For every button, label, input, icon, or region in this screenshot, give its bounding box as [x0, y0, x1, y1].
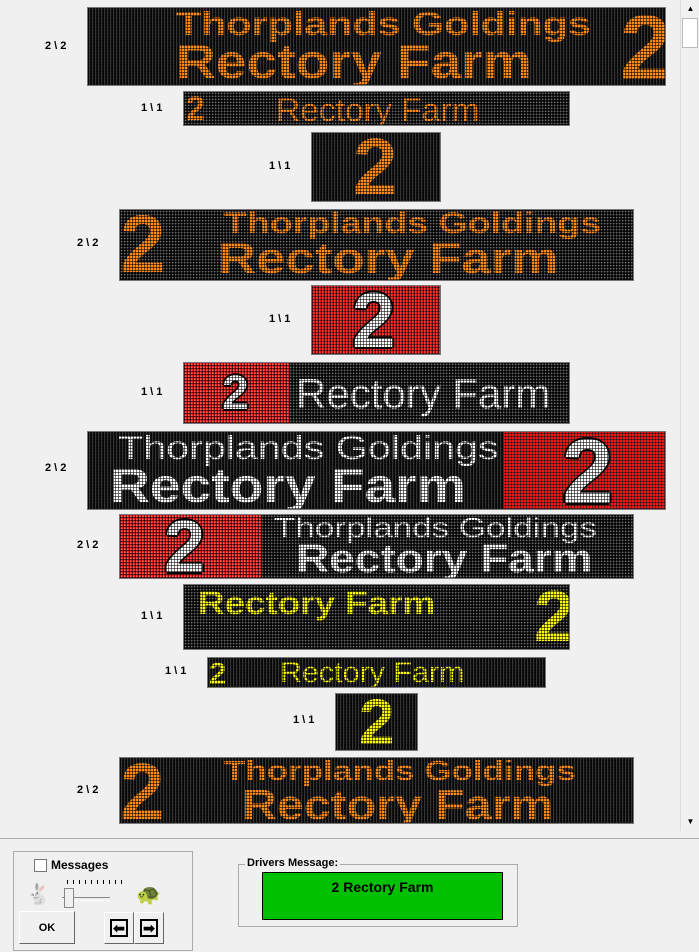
sign-number: 2 — [164, 514, 206, 579]
sign-page-label: 2 \ 2 — [45, 462, 67, 474]
sign-page-label: 1 \ 1 — [269, 160, 291, 172]
sign-number: 2 — [352, 285, 396, 355]
sign-page-label: 1 \ 1 — [141, 102, 163, 114]
next-button[interactable]: ➡ — [134, 912, 164, 944]
scroll-thumb[interactable] — [682, 18, 698, 48]
sign-line1: Thorplands Goldings — [224, 757, 576, 786]
sign-number: 2 — [120, 209, 166, 281]
drivers-message-group: Drivers Message: 2 Rectory Farm — [238, 857, 518, 927]
rabbit-icon: 🐇 — [26, 884, 51, 906]
scroll-up-icon[interactable]: ▲ — [686, 4, 695, 13]
tortoise-icon: 🐢 — [136, 884, 161, 906]
sign-number: 2 — [120, 757, 165, 824]
led-sign[interactable]: 2 — [311, 132, 441, 202]
led-sign[interactable]: 2 — [335, 693, 418, 751]
led-sign[interactable]: 2 Rectory Farm — [207, 657, 546, 688]
sign-text: Rectory Farm — [276, 92, 480, 126]
messages-label: Messages — [51, 858, 109, 872]
sign-line1: Thorplands Goldings — [176, 7, 591, 42]
led-sign[interactable]: Rectory Farm 2 — [183, 584, 570, 650]
drivers-message-title: Drivers Message: — [245, 857, 341, 869]
sign-number: 2 — [359, 693, 395, 751]
slider-ticks — [67, 880, 127, 884]
sign-text: Rectory Farm — [296, 370, 551, 417]
sign-number: 2 — [562, 431, 614, 510]
led-sign[interactable]: Thorplands Goldings Rectory Farm 2 — [87, 7, 666, 86]
drivers-message-display: 2 Rectory Farm — [262, 872, 503, 920]
led-sign[interactable]: 2 Rectory Farm — [183, 362, 570, 424]
control-panel: Messages 🐇 🐢 OK ⬅ ➡ Drivers Message: 2 R… — [0, 838, 699, 952]
sign-page-label: 2 \ 2 — [77, 539, 99, 551]
messages-checkbox[interactable] — [34, 859, 47, 872]
sign-line2: Rectory Farm — [176, 36, 532, 86]
vertical-scrollbar[interactable]: ▲ ▼ — [680, 0, 699, 831]
led-sign[interactable]: 2 Rectory Farm — [183, 91, 570, 126]
led-sign[interactable]: Thorplands Goldings Rectory Farm 2 — [87, 431, 666, 510]
sign-page-label: 1 \ 1 — [141, 610, 163, 622]
sign-page-label: 1 \ 1 — [141, 386, 163, 398]
led-sign[interactable]: 2 — [311, 285, 441, 355]
arrow-left-icon: ⬅ — [110, 919, 128, 937]
sign-number: 2 — [209, 657, 227, 688]
sign-number: 2 — [620, 8, 665, 85]
speed-slider-track[interactable] — [62, 897, 110, 901]
playback-group: Messages 🐇 🐢 OK ⬅ ➡ — [13, 851, 193, 951]
scroll-down-icon[interactable]: ▼ — [686, 817, 695, 826]
sign-number: 2 — [534, 585, 569, 649]
sign-line2: Rectory Farm — [296, 537, 593, 579]
sign-page-label: 1 \ 1 — [165, 665, 187, 677]
ok-button[interactable]: OK — [19, 911, 75, 944]
sign-text: Rectory Farm — [198, 585, 436, 621]
sign-page-label: 2 \ 2 — [45, 40, 67, 52]
sign-page-label: 2 \ 2 — [77, 784, 99, 796]
led-sign[interactable]: 2 Thorplands Goldings Rectory Farm — [119, 209, 634, 281]
sign-number: 2 — [222, 367, 249, 420]
sign-line1: Thorplands Goldings — [118, 431, 499, 466]
sign-line2: Rectory Farm — [218, 234, 559, 281]
speed-slider-thumb[interactable] — [64, 888, 74, 908]
sign-line1: Thorplands Goldings — [274, 514, 597, 543]
led-sign[interactable]: 2 Thorplands Goldings Rectory Farm — [119, 757, 634, 824]
sign-page-label: 2 \ 2 — [77, 237, 99, 249]
sign-page-label: 1 \ 1 — [269, 313, 291, 325]
sign-text: Rectory Farm — [280, 657, 465, 688]
sign-page-label: 1 \ 1 — [293, 714, 315, 726]
previous-button[interactable]: ⬅ — [104, 912, 134, 944]
sign-line2: Rectory Farm — [110, 460, 466, 510]
sign-line1: Thorplands Goldings — [224, 209, 602, 240]
led-sign[interactable]: 2 Thorplands Goldings Rectory Farm — [119, 514, 634, 579]
sign-number: 2 — [353, 132, 398, 202]
arrow-right-icon: ➡ — [140, 919, 158, 937]
sign-line2: Rectory Farm — [242, 781, 554, 824]
sign-number: 2 — [186, 91, 205, 126]
